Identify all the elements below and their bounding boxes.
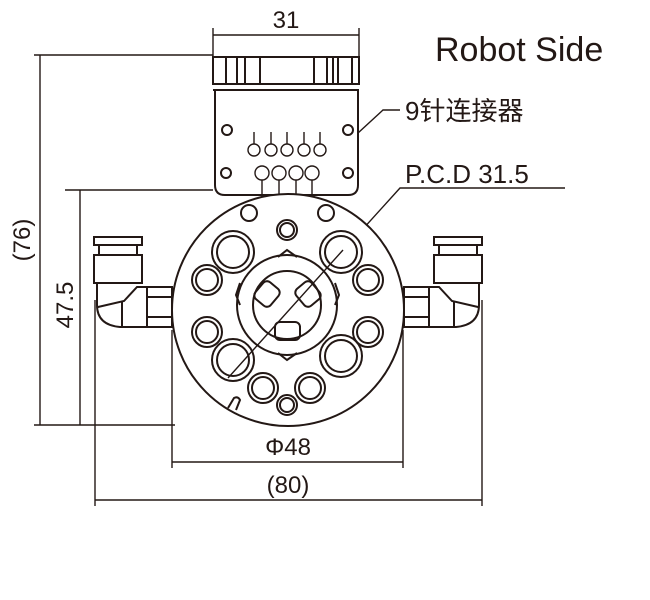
flange (171, 193, 405, 427)
dim-overall-width: (80) (267, 472, 310, 499)
dim-diameter: Φ48 (265, 434, 311, 461)
connector-block (212, 56, 360, 196)
air-fitting-left (93, 236, 173, 328)
title: Robot Side (435, 31, 603, 69)
dimension-lines (34, 28, 565, 506)
connector-label: 9针连接器 (405, 96, 523, 126)
dim-top-width: 31 (273, 7, 300, 34)
dim-overall-height: (76) (9, 219, 36, 262)
mounting-holes (191, 204, 384, 416)
pcd-label: P.C.D 31.5 (405, 159, 529, 189)
pcd-leader (227, 249, 344, 379)
dim-flange-height: 47.5 (52, 282, 79, 329)
air-fitting-right (403, 236, 483, 328)
